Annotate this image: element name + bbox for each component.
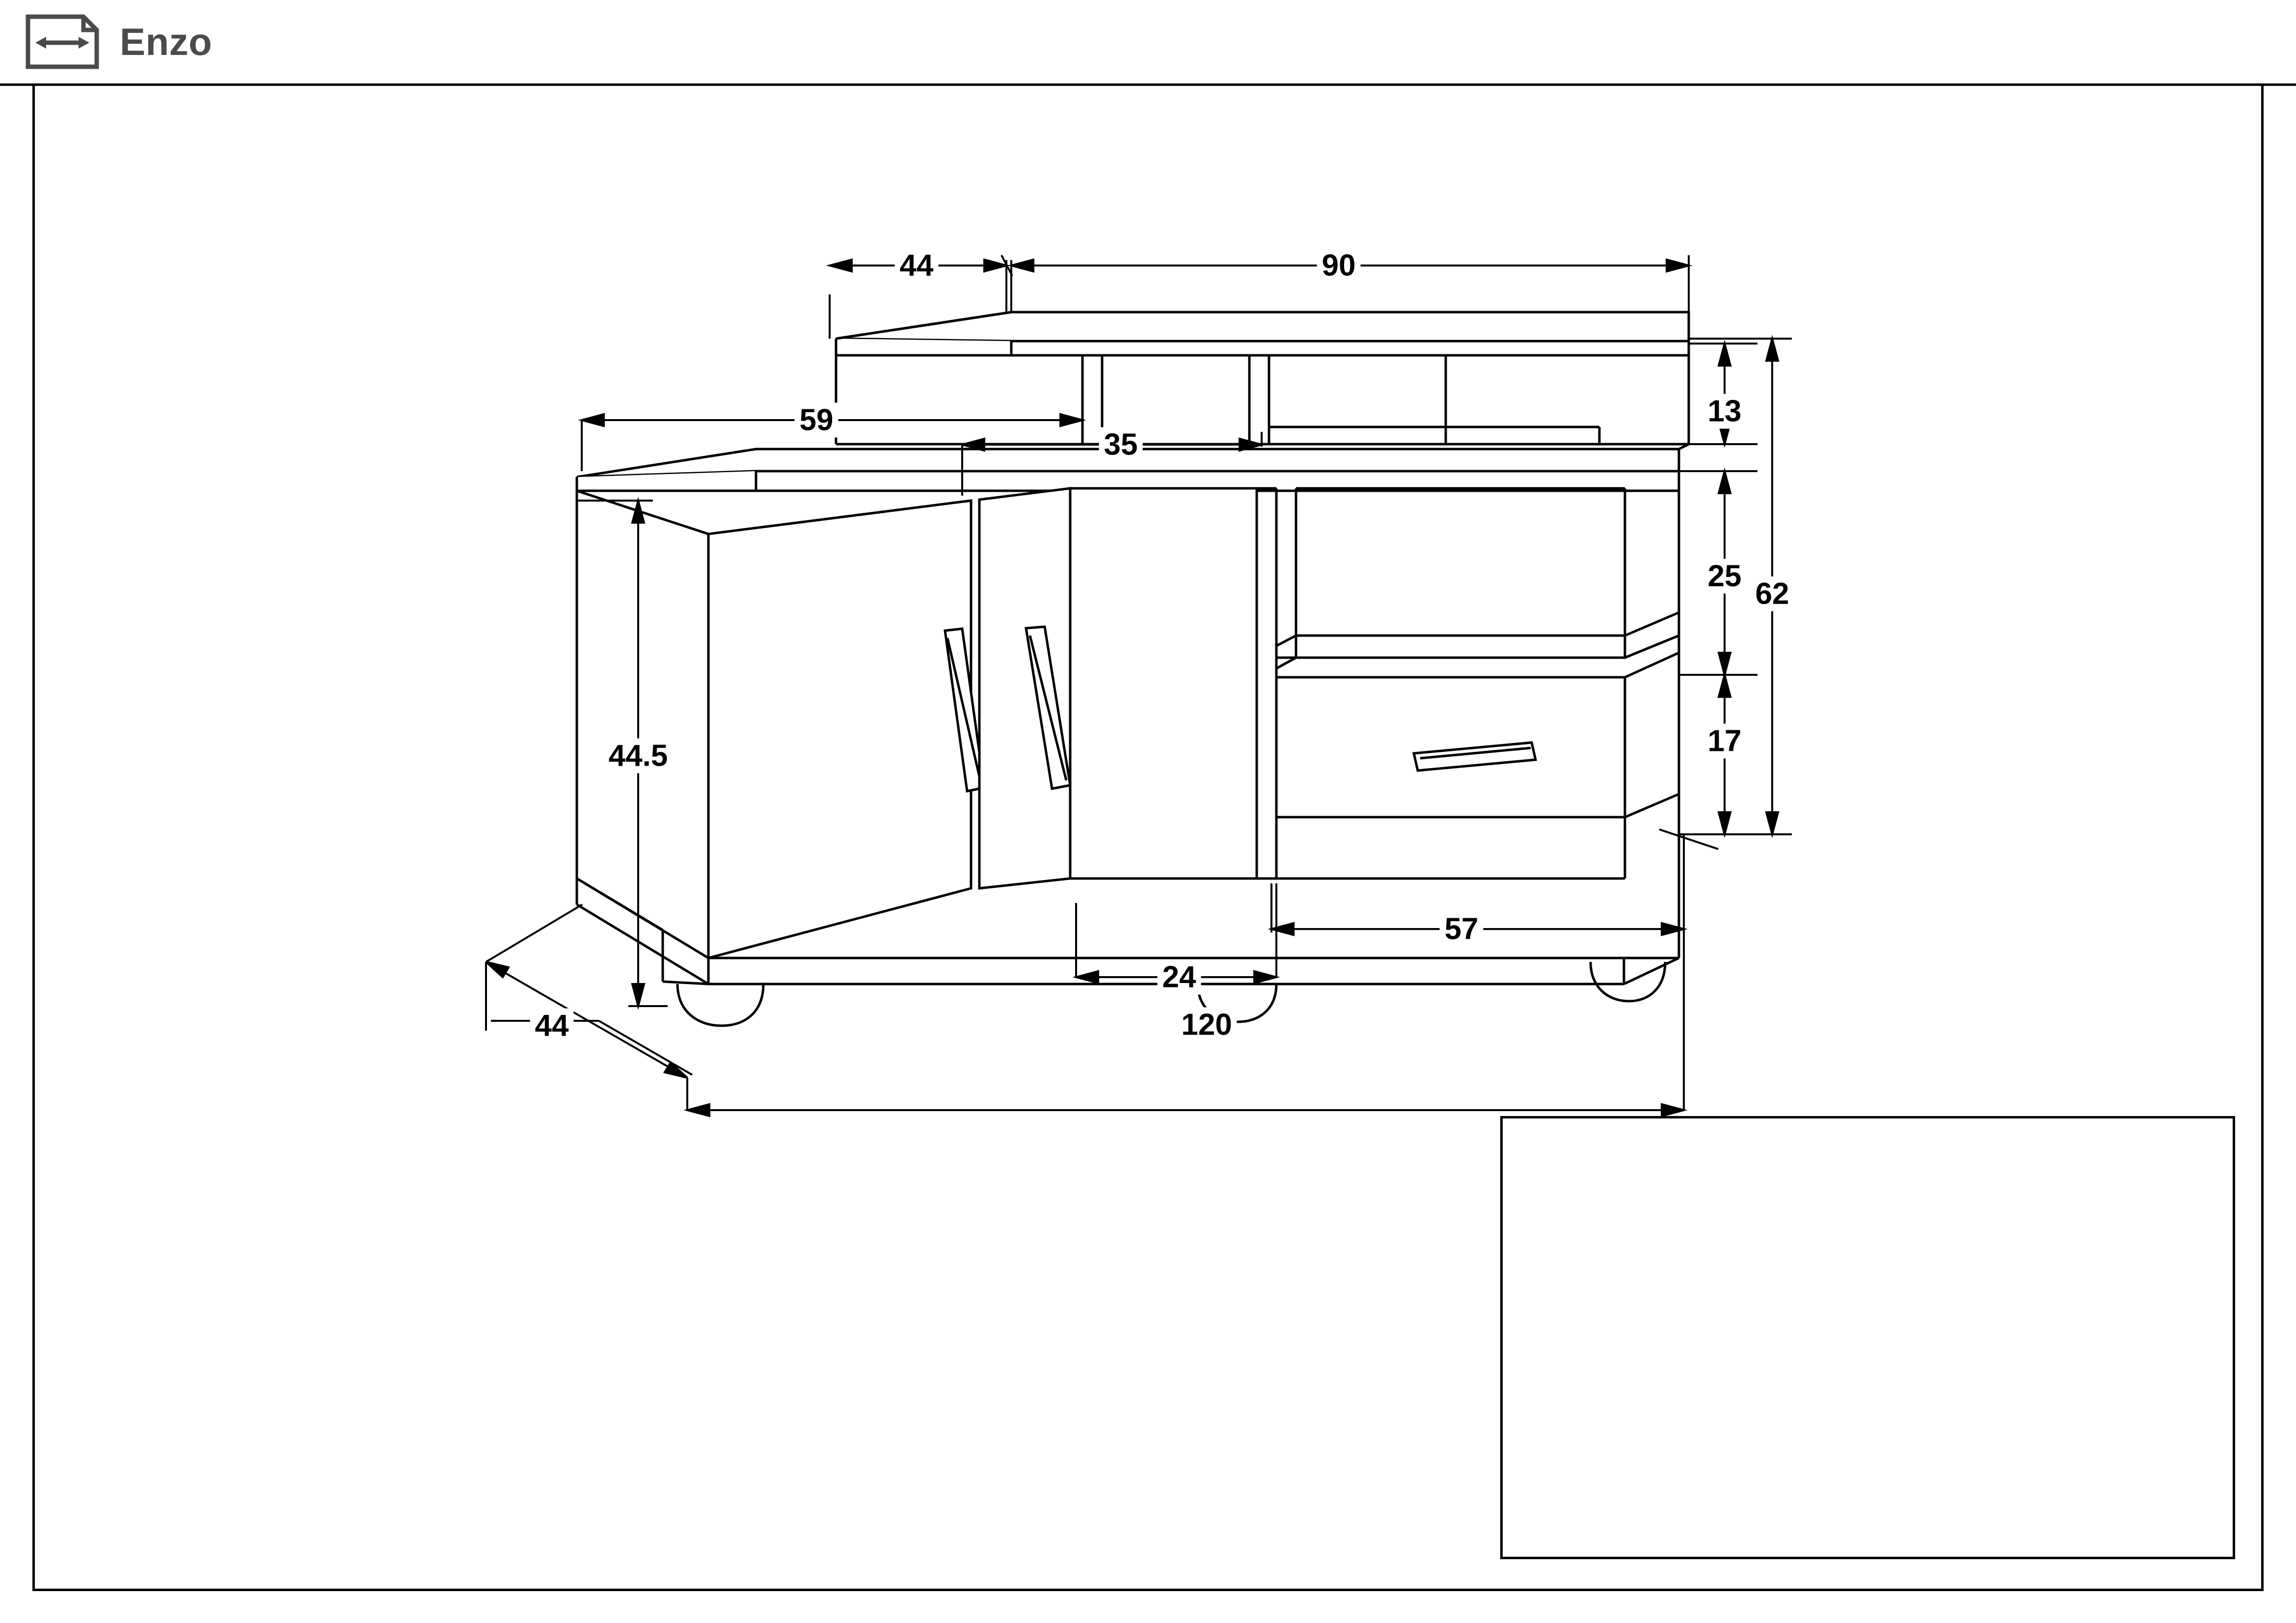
dimension-label-cabinet-interior-height: 25 xyxy=(1702,559,1747,594)
dimension-label-drawer-height: 17 xyxy=(1702,723,1747,759)
brand-label: Enzo xyxy=(120,20,213,63)
dimension-label-upper-left-width: 59 xyxy=(794,402,838,438)
dimension-label-side-depth: 44 xyxy=(530,1008,574,1043)
dimension-label-door-width: 24 xyxy=(1157,959,1201,995)
dimension-label-upper-middle-width: 35 xyxy=(1099,427,1143,462)
dimension-label-total-height: 62 xyxy=(1750,576,1794,612)
drawing-frame xyxy=(32,83,2264,1591)
dimension-label-top-width: 90 xyxy=(1317,248,1361,283)
page-header: Enzo xyxy=(0,0,2296,86)
inset-view-frame xyxy=(1500,1116,2235,1559)
dimension-label-total-width: 120 xyxy=(1176,1007,1237,1042)
dimension-label-right-section-width: 57 xyxy=(1439,911,1484,947)
dimension-arrow-icon xyxy=(26,14,99,69)
dimension-label-top-back-depth: 44 xyxy=(894,248,939,283)
dimension-label-upper-shelf-height: 13 xyxy=(1702,394,1747,429)
dimension-label-door-height: 44.5 xyxy=(603,738,673,773)
